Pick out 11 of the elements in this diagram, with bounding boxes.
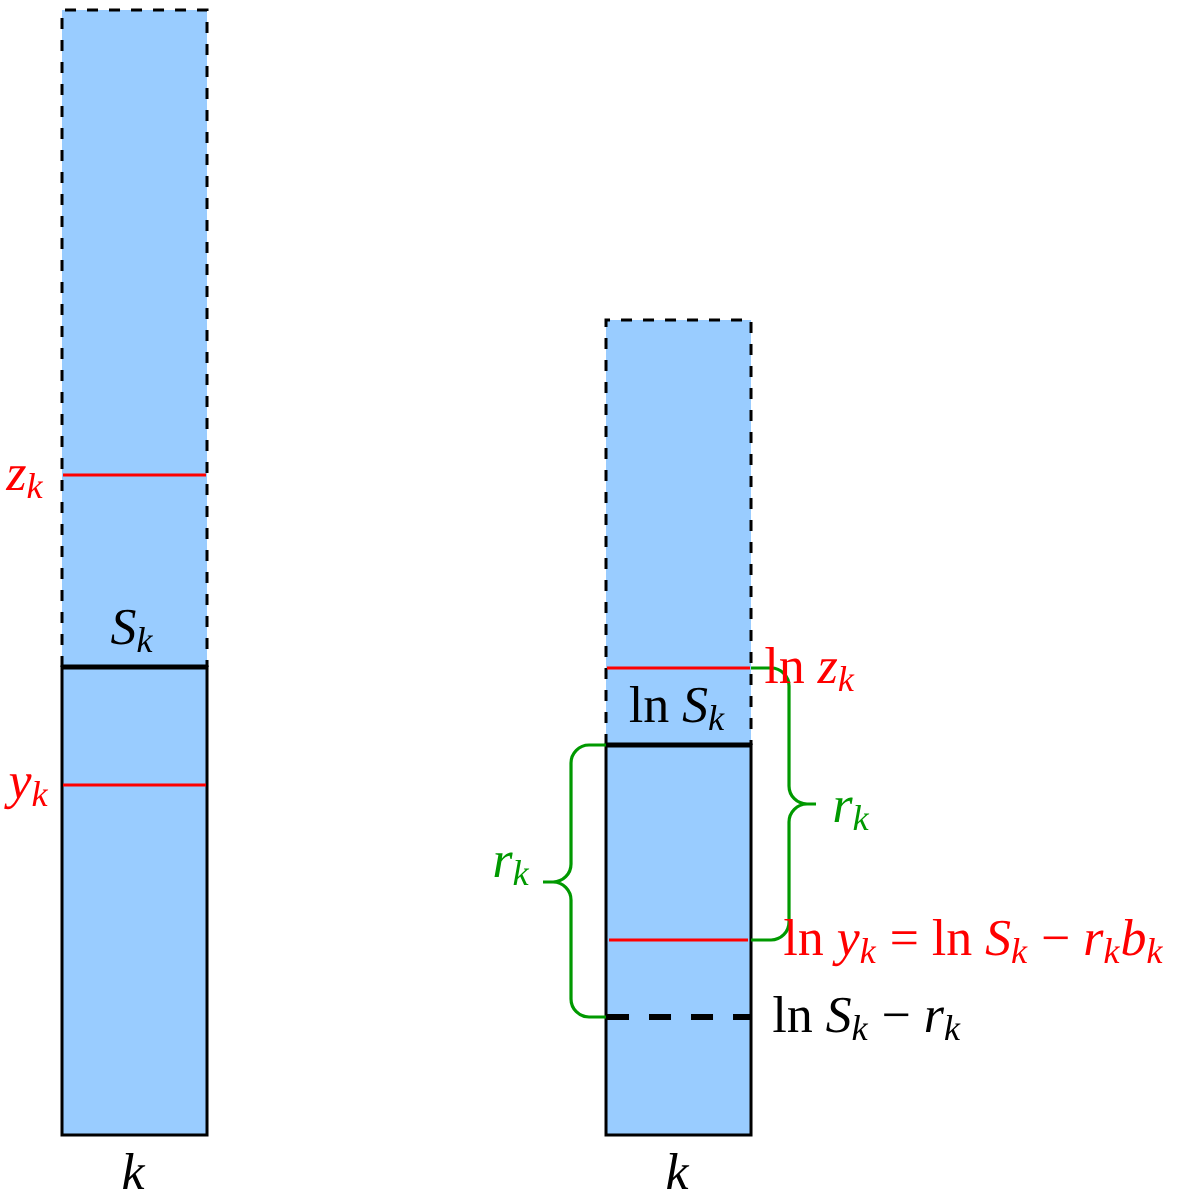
bar-label: k [123, 1153, 146, 1189]
level-label: S$_{k}$ [111, 609, 154, 653]
brace-label: r$_{k}$ [494, 852, 530, 886]
level-label: ln S$_{k}$ − r$_{k}$ [773, 996, 961, 1041]
level-label: ln z$_{k}$ [765, 647, 855, 692]
formula-label: ln y$_{k}$ = ln S$_{k}$ − r$_{k}$b$_{k}$ [784, 919, 1163, 967]
brace-label: r$_{k}$ [834, 797, 870, 831]
level-label: ln S$_{k}$ [629, 686, 725, 731]
level-label: y$_{k}$ [4, 774, 49, 810]
bar-label: k [667, 1153, 690, 1189]
level-label: z$_{k}$ [5, 466, 44, 499]
